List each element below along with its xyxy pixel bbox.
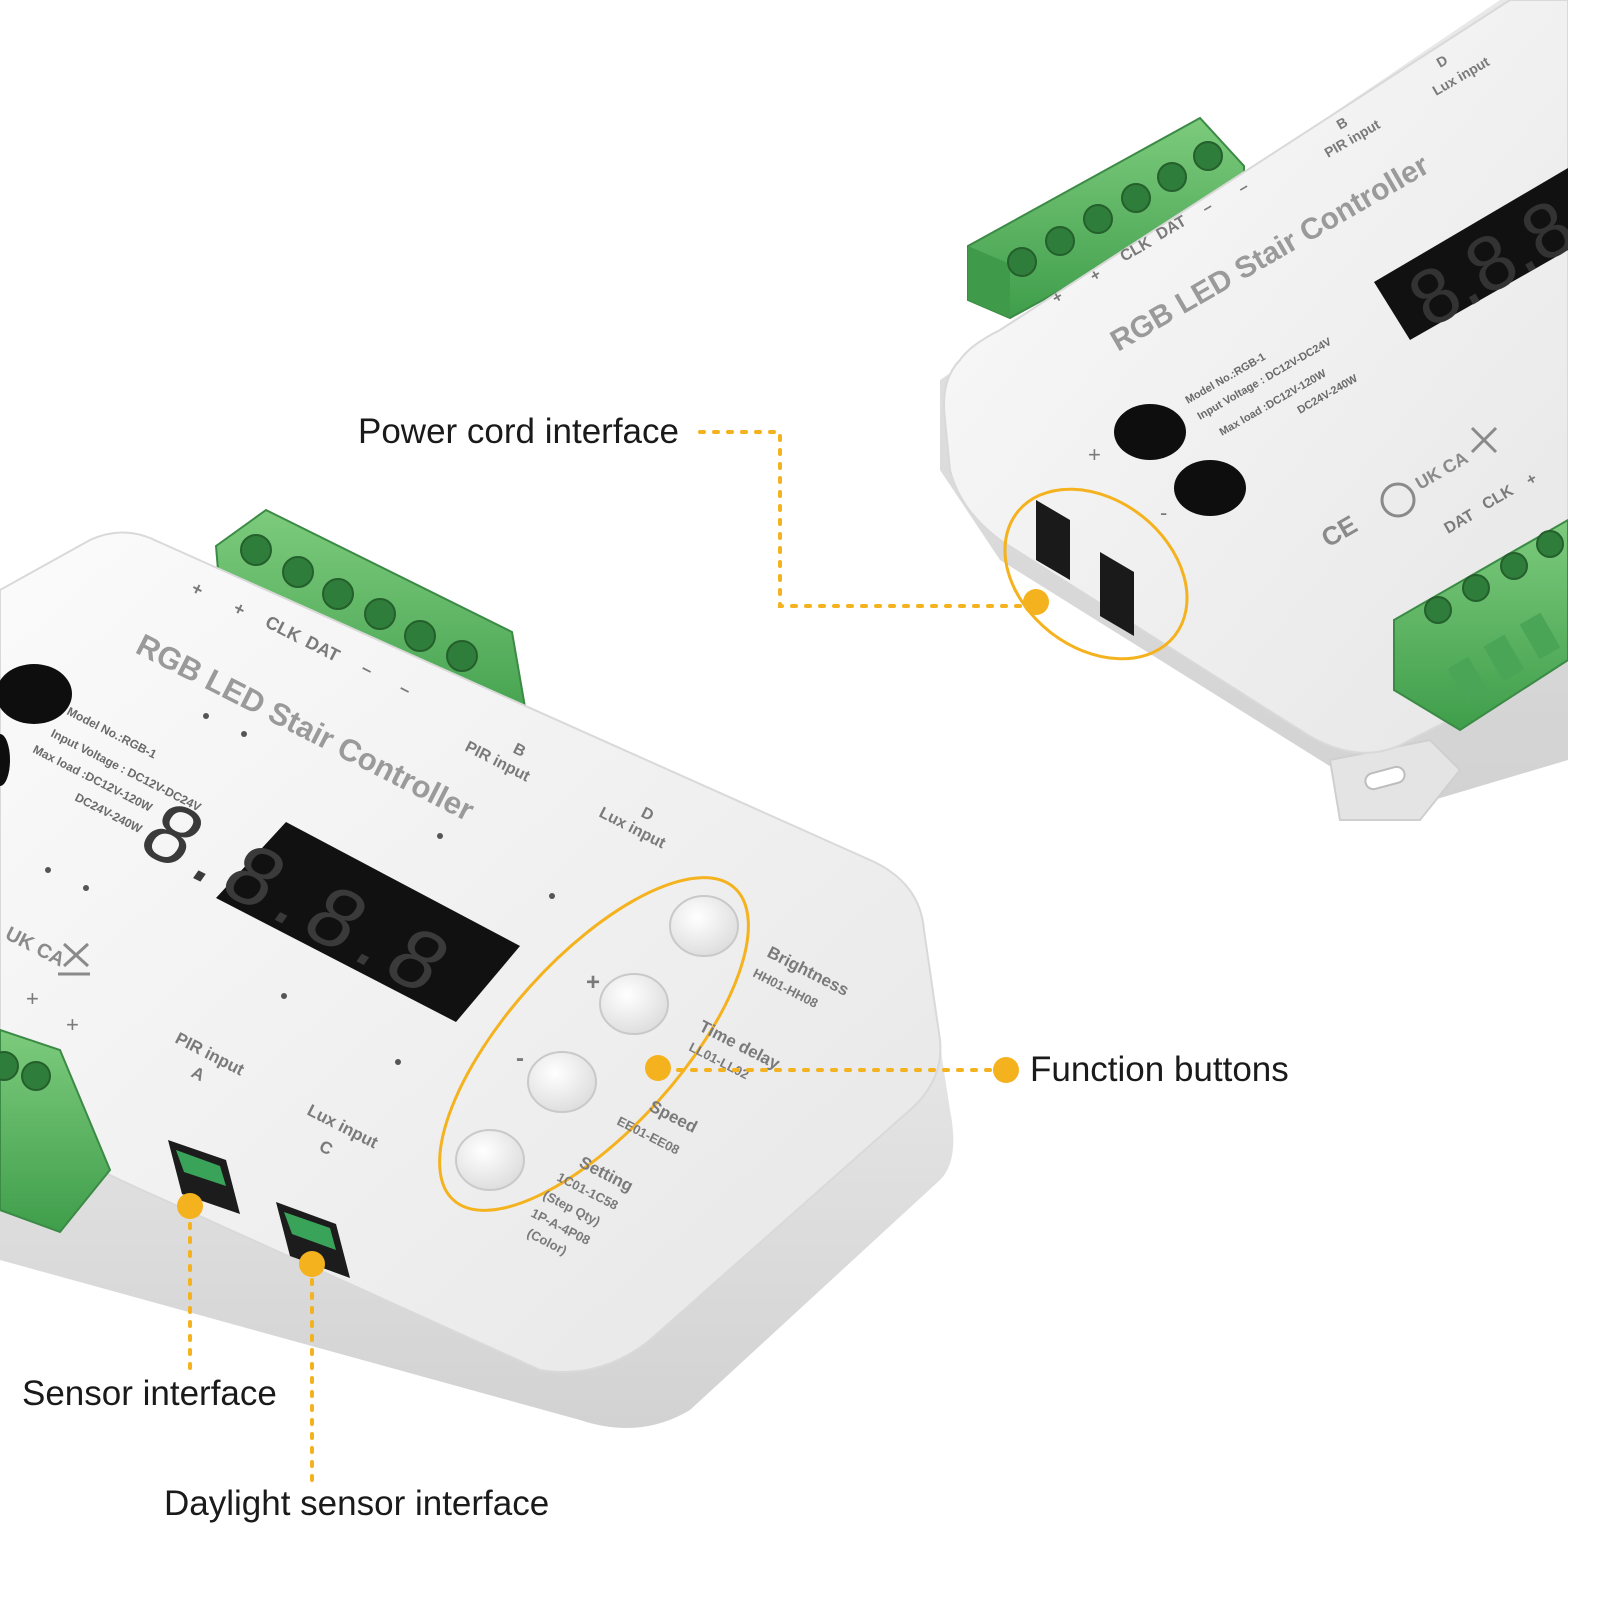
setting-button[interactable] (455, 1129, 525, 1191)
front-weee-icon (58, 942, 90, 976)
function-buttons-label: Function buttons (1030, 1050, 1289, 1089)
daylight-sensor-dot (299, 1251, 325, 1277)
speed-button[interactable] (527, 1051, 597, 1113)
device-back: 8.8.8 RGB LED Stair Controller Model No.… (940, 0, 1588, 821)
svg-text:+: + (1088, 442, 1101, 467)
front-sensor-ports (168, 1140, 350, 1278)
front-display (216, 822, 520, 1022)
time-delay-button[interactable] (599, 973, 669, 1035)
back-rohs-icon (1380, 482, 1416, 518)
daylight-sensor-interface-label: Daylight sensor interface (164, 1484, 550, 1523)
svg-text:-: - (1160, 500, 1167, 525)
back-weee-icon (1470, 426, 1498, 454)
power-cord-leader-line (698, 430, 1032, 608)
back-terminal-block-bottom (1393, 518, 1569, 732)
svg-text:+: + (26, 986, 39, 1011)
device-front: RGB LED Stair Controller + + CLK DAT – –… (0, 508, 954, 1428)
back-power-hole-minus (1174, 460, 1246, 516)
front-terminal-block-left (0, 1028, 112, 1234)
back-power-ports (1036, 500, 1134, 636)
sensor-interface-label: Sensor interface (22, 1374, 277, 1413)
power-cord-interface-label: Power cord interface (358, 412, 679, 451)
plus-sign-label: + (586, 969, 600, 996)
function-buttons-inner-dot (645, 1055, 671, 1081)
sensor-dot (177, 1193, 203, 1219)
function-buttons-highlight-ring (438, 876, 750, 1212)
back-terminal-block-top (967, 116, 1245, 320)
front-power-hole (0, 664, 72, 724)
back-power-hole-plus (1114, 404, 1186, 460)
callout-lines (188, 430, 1032, 1490)
svg-text:+: + (66, 1012, 79, 1037)
product-photo: 8.8.8 RGB LED Stair Controller Model No.… (0, 0, 1588, 1523)
power-cord-dot (1023, 589, 1049, 615)
function-buttons-outer-dot (993, 1057, 1019, 1083)
power-cord-highlight-ring (1003, 487, 1189, 661)
minus-sign-label: - (516, 1045, 524, 1072)
front-function-buttons (455, 895, 739, 1191)
callout-dots (177, 589, 1049, 1277)
brightness-button[interactable] (669, 895, 739, 957)
